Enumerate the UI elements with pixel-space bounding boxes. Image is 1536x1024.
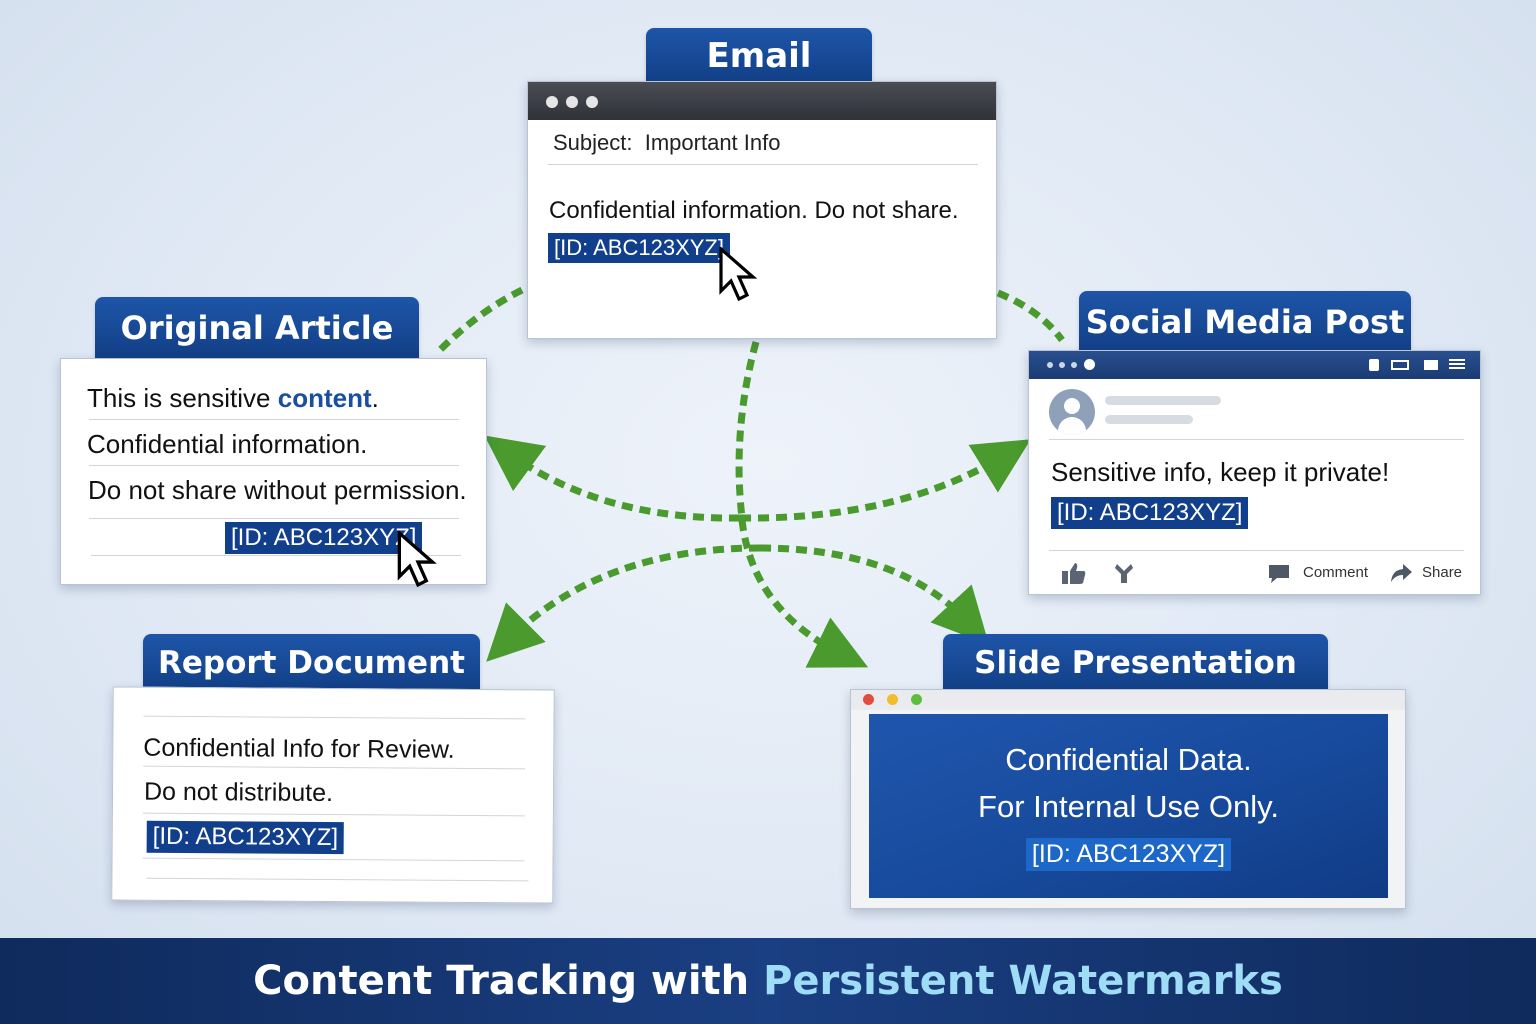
footer-banner: Content Tracking with Persistent Waterma…	[0, 938, 1536, 1024]
menu-icon[interactable]	[1449, 359, 1465, 361]
slide-titlebar	[851, 690, 1405, 710]
comment-button[interactable]: Comment	[1303, 564, 1369, 581]
social-topbar	[1029, 351, 1480, 379]
social-body: Sensitive info, keep it private!	[1051, 457, 1390, 487]
email-subject-value: Important Info	[644, 130, 781, 155]
battery-icon	[1391, 360, 1409, 370]
arrow-to-slide	[738, 519, 869, 668]
lock-icon	[1369, 359, 1379, 371]
arrow-to-article-left	[484, 435, 741, 522]
arrow-email-to-article	[437, 286, 524, 353]
footer-title-part1: Content Tracking with	[253, 958, 764, 1004]
original-article-tab: Original Article	[95, 297, 419, 359]
avatar[interactable]	[1049, 389, 1095, 435]
placeholder-line	[1105, 396, 1221, 405]
window-icon	[1424, 360, 1438, 370]
email-titlebar	[528, 82, 996, 120]
window-dot-icon[interactable]	[566, 96, 578, 108]
report-document-card: Confidential Info for Review. Do not dis…	[111, 686, 555, 904]
article-line-3: Do not share without permission.	[88, 475, 467, 505]
email-body: Confidential information. Do not share.	[549, 197, 959, 224]
email-window: Subject: Important Info Confidential inf…	[527, 81, 997, 339]
comment-icon[interactable]	[1267, 563, 1291, 585]
cursor-icon	[719, 247, 758, 302]
share-button[interactable]: Share	[1422, 564, 1463, 581]
minimize-window-icon[interactable]	[887, 694, 898, 705]
article-line-2: Confidential information.	[87, 429, 368, 459]
arrow-email-to-social	[996, 289, 1065, 343]
article-highlight-word: content	[277, 383, 372, 413]
report-document-tab: Report Document	[143, 634, 480, 692]
arrow-to-social-right	[739, 439, 1031, 522]
share-icon[interactable]	[1389, 562, 1413, 584]
cursor-icon	[397, 531, 437, 588]
slide-canvas: Confidential Data. For Internal Use Only…	[869, 714, 1388, 898]
arrow-to-slide-right	[759, 544, 989, 645]
email-subject: Subject: Important Info	[553, 130, 780, 156]
social-id-tag[interactable]: [ID: ABC123XYZ]	[1051, 497, 1249, 529]
arrow-to-report	[486, 544, 761, 662]
maximize-window-icon[interactable]	[911, 694, 922, 705]
email-id-tag[interactable]: [ID: ABC123XYZ]	[548, 233, 730, 263]
placeholder-line	[1105, 415, 1193, 424]
article-id-tag[interactable]: [ID: ABC123XYZ]	[225, 522, 423, 554]
email-subject-label: Subject:	[553, 130, 633, 155]
social-media-tab: Social Media Post	[1079, 291, 1411, 353]
slide-line-2: For Internal Use Only.	[978, 789, 1279, 824]
window-dot-icon[interactable]	[546, 96, 558, 108]
close-window-icon[interactable]	[863, 694, 874, 705]
slide-window: Confidential Data. For Internal Use Only…	[850, 689, 1406, 909]
like-icon[interactable]	[1061, 561, 1087, 585]
slide-id-tag[interactable]: [ID: ABC123XYZ]	[1025, 838, 1232, 871]
social-media-card: Sensitive info, keep it private! [ID: AB…	[1028, 350, 1481, 595]
report-line-1: Confidential Info for Review.	[143, 733, 455, 764]
footer-title-part2: Persistent Watermarks	[763, 958, 1283, 1004]
slide-line-1: Confidential Data.	[1005, 742, 1252, 777]
report-id-tag[interactable]: [ID: ABC123XYZ]	[146, 820, 345, 855]
react-icon[interactable]	[1113, 562, 1135, 584]
slide-presentation-tab: Slide Presentation	[943, 634, 1328, 692]
email-tab: Email	[646, 28, 872, 84]
article-line-1: This is sensitive content.	[87, 383, 379, 413]
arrow-email-down	[735, 341, 760, 519]
report-line-2: Do not distribute.	[143, 777, 334, 807]
original-article-card: This is sensitive content. Confidential …	[60, 358, 487, 588]
window-dot-icon[interactable]	[586, 96, 598, 108]
